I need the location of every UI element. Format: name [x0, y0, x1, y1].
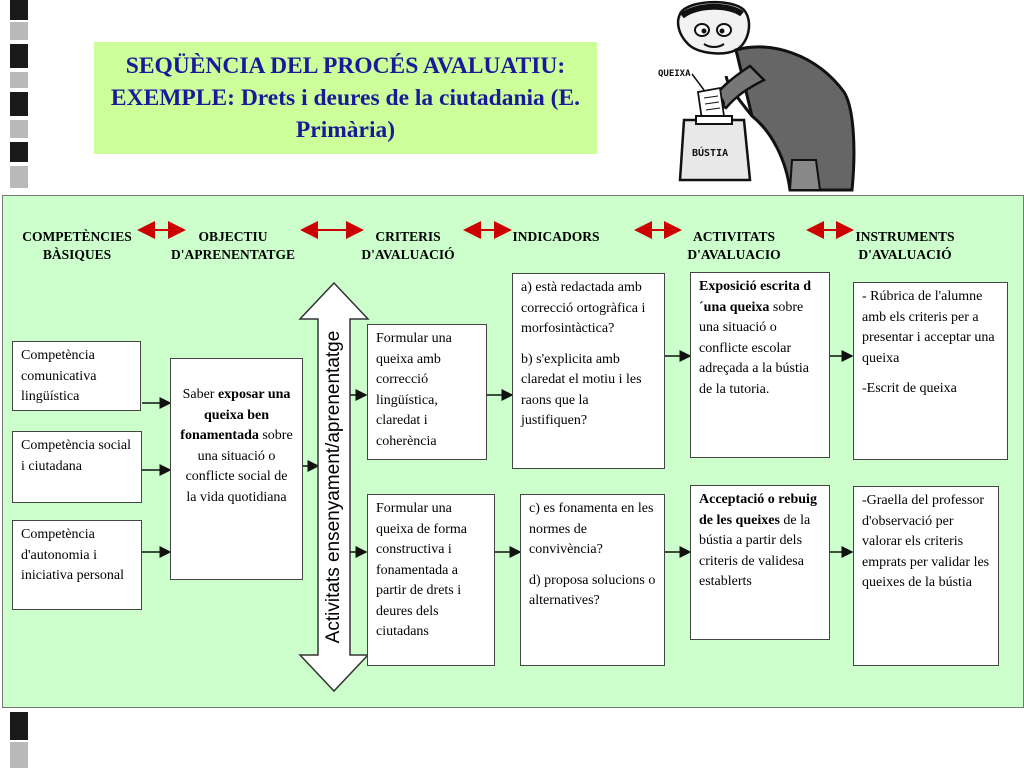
- header-indicadors: INDICADORS: [512, 229, 600, 244]
- activity-box-1: Exposició escrita d´una queixa sobre una…: [690, 272, 830, 458]
- competency-box-3: Competència d'autonomia i iniciativa per…: [12, 520, 142, 610]
- criteria-box-2: Formular una queixa de forma constructiv…: [367, 494, 495, 666]
- vertical-label: Activitats ensenyament/aprenentatge: [323, 330, 344, 644]
- complaint-mailbox-illustration: QUEIXA BÚSTIA: [658, 0, 856, 192]
- activity-box-2: Acceptació o rebuig de les queixes de la…: [690, 485, 830, 640]
- criteria-box-1: Formular una queixa amb correcció lingüí…: [367, 324, 487, 460]
- teaching-learning-activities-arrow: [298, 281, 370, 693]
- queixa-label: QUEIXA: [658, 69, 691, 79]
- bustia-label: BÚSTIA: [692, 146, 728, 159]
- objective-box: Saber exposar una queixa ben fonamentada…: [170, 358, 303, 580]
- instrument-box-1: - Rúbrica de l'alumne amb els criteris p…: [853, 282, 1008, 460]
- title-box: SEQÜÈNCIA DEL PROCÉS AVALUATIU: EXEMPLE:…: [94, 42, 597, 154]
- competency-box-1: Competència comunicativa lingüística: [12, 341, 141, 411]
- indicators-box-1: a) està redactada amb correcció ortogràf…: [512, 273, 665, 469]
- indicators-box-2: c) es fonamenta en les normes de convivè…: [520, 494, 665, 666]
- competency-box-2: Competència social i ciutadana: [12, 431, 142, 503]
- instrument-box-2: -Graella del professor d'observació per …: [853, 486, 999, 666]
- slide-side-strip: [10, 0, 28, 768]
- slide-title: SEQÜÈNCIA DEL PROCÉS AVALUATIU: EXEMPLE:…: [110, 53, 581, 143]
